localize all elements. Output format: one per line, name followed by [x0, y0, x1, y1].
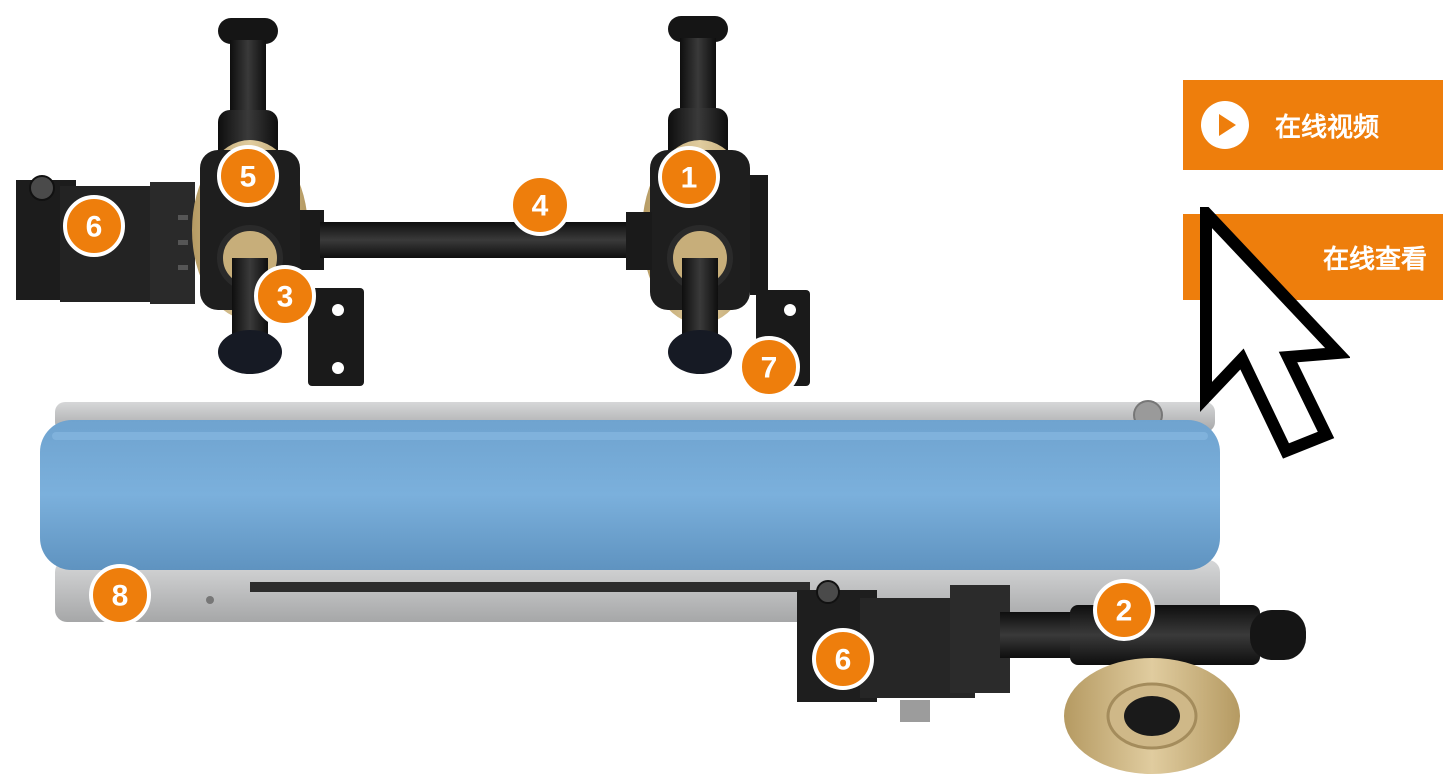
pointer-cursor-icon — [1200, 207, 1350, 459]
online-video-label: 在线视频 — [1275, 111, 1380, 142]
callout-7: 7 — [738, 336, 800, 398]
callout-4: 4 — [509, 174, 571, 236]
online-video-button[interactable]: 在线视频 — [1183, 80, 1443, 170]
svg-text:6: 6 — [86, 211, 103, 244]
svg-text:6: 6 — [835, 644, 852, 677]
online-view-label: 在线查看 — [1322, 243, 1427, 274]
mounting-bracket-left — [308, 288, 364, 386]
conveyor-belt — [40, 420, 1220, 570]
callout-8: 8 — [89, 564, 151, 626]
callout-2: 2 — [1093, 579, 1155, 641]
callout-5: 5 — [217, 145, 279, 207]
svg-text:5: 5 — [240, 161, 257, 194]
callout-3: 3 — [254, 265, 316, 327]
svg-text:7: 7 — [761, 352, 778, 385]
svg-text:4: 4 — [532, 190, 549, 223]
svg-text:1: 1 — [681, 162, 698, 195]
callout-6-lower: 6 — [812, 628, 874, 690]
svg-text:8: 8 — [112, 580, 129, 613]
svg-text:2: 2 — [1116, 595, 1133, 628]
play-circle-icon — [1201, 101, 1249, 149]
callout-6-upper: 6 — [63, 195, 125, 257]
connecting-shaft — [320, 222, 630, 258]
callout-1: 1 — [658, 146, 720, 208]
svg-text:3: 3 — [277, 281, 294, 314]
